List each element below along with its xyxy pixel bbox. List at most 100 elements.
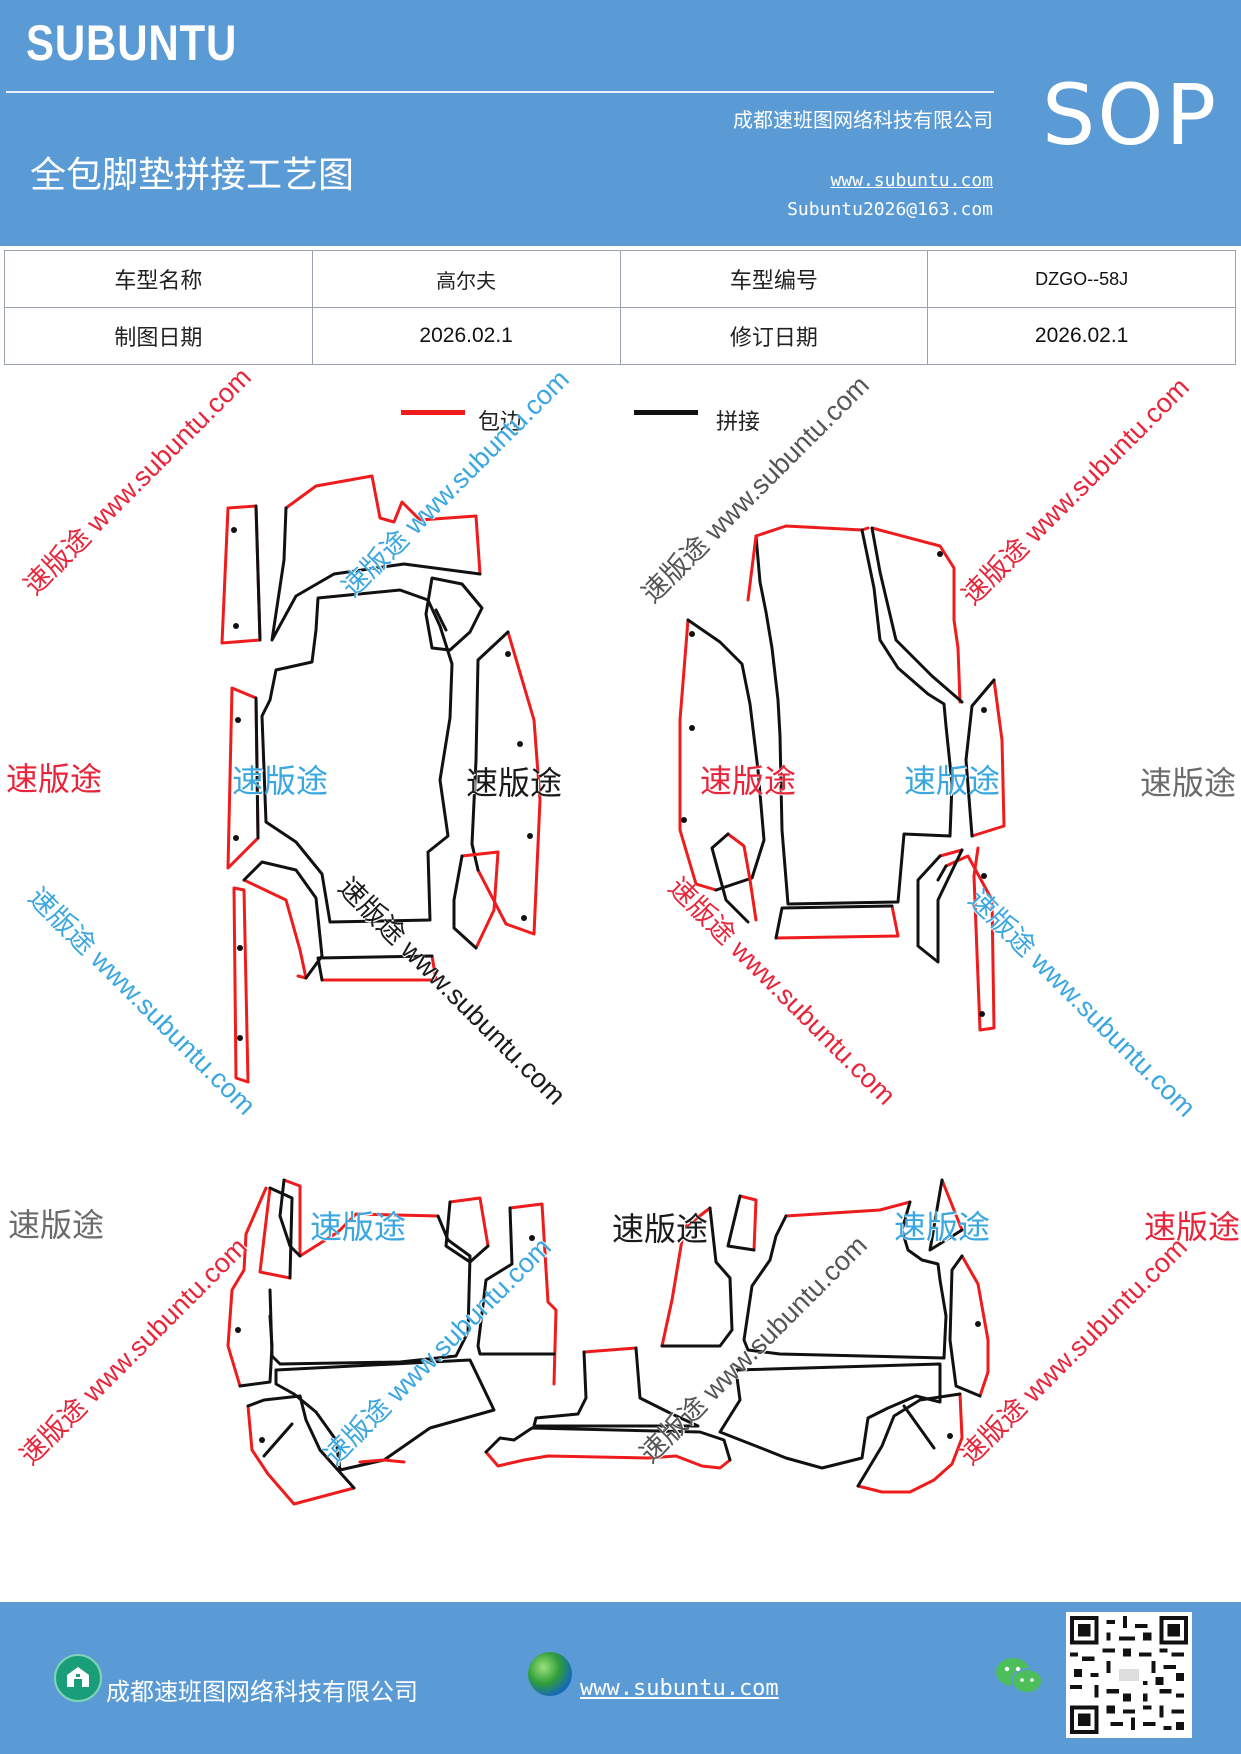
footer-company-name: 成都速班图网络科技有限公司 <box>106 1678 418 1706</box>
mat-piece <box>238 1314 274 1388</box>
mat-piece <box>784 1200 912 1218</box>
email-address[interactable]: Subuntu2026@163.com <box>787 199 993 220</box>
mounting-holes <box>231 527 533 1041</box>
mat-piece <box>870 526 962 704</box>
footer-website-link[interactable]: www.subuntu.com <box>580 1676 779 1701</box>
mat-piece <box>242 878 308 980</box>
mat-piece <box>718 1362 942 1470</box>
watermark-brand: 速版途 <box>894 1209 991 1245</box>
header-banner: SUBUNTU 成都速班图网络科技有限公司 全包脚垫拼接工艺图 www.subu… <box>0 0 1241 246</box>
mat-piece <box>686 618 766 892</box>
mat-piece <box>726 832 758 922</box>
mounting-holes <box>235 1235 981 1443</box>
legend-seam-swatch <box>634 410 698 415</box>
mounting-holes <box>681 551 987 1017</box>
mat-piece <box>358 1458 406 1464</box>
mat-piece <box>476 630 542 936</box>
watermark-brand: 速版途 <box>612 1211 709 1247</box>
rear-mat-group <box>226 1178 990 1506</box>
mat-piece <box>282 1178 440 1258</box>
mat-piece <box>484 1426 732 1462</box>
page-title: 全包脚垫拼接工艺图 <box>30 155 355 196</box>
mat-piece <box>746 534 758 602</box>
qr-code[interactable] <box>1066 1612 1192 1738</box>
revision-date-value: 2026.02.1 <box>927 307 1236 365</box>
brand-logo-text: SUBUNTU <box>26 15 238 71</box>
sop-badge: SOP <box>1042 66 1219 164</box>
watermark-brand: 速版途 <box>1144 1209 1241 1245</box>
mat-piece <box>916 848 964 964</box>
mat-piece <box>856 1392 962 1488</box>
mat-piece <box>532 1346 700 1428</box>
mat-piece <box>940 1178 964 1232</box>
mat-piece <box>226 1186 268 1388</box>
mat-piece <box>268 1214 472 1366</box>
mat-piece <box>242 860 324 980</box>
model-name-value: 高尔夫 <box>311 250 621 308</box>
legend-seam-label: 拼接 <box>716 410 761 435</box>
mat-piece <box>944 846 996 1032</box>
table-row: 制图日期 2026.02.1 修订日期 2026.02.1 <box>4 307 1236 365</box>
draw-date-label: 制图日期 <box>4 307 313 365</box>
mat-piece <box>870 526 964 704</box>
mat-piece <box>316 954 434 982</box>
watermark-brand: 速版途 <box>466 765 563 801</box>
mat-piece <box>660 1206 734 1348</box>
mat-piece <box>928 1178 964 1252</box>
revision-date-label: 修订日期 <box>619 307 929 365</box>
mat-piece <box>320 954 438 982</box>
mat-piece <box>246 1404 356 1506</box>
mat-piece <box>754 524 870 538</box>
model-name-label: 车型名称 <box>4 250 313 308</box>
mat-piece <box>948 1254 982 1398</box>
watermark-brand: 速版途 <box>700 763 797 799</box>
model-code-label: 车型编号 <box>619 250 929 308</box>
mat-piece <box>268 1186 294 1280</box>
mat-piece <box>774 904 894 940</box>
mat-piece <box>678 618 718 892</box>
legend-edge-swatch <box>401 410 465 415</box>
watermark-brand: 速版途 <box>904 763 1001 799</box>
mat-piece <box>856 1392 964 1494</box>
legend-edge-label: 包边 <box>478 410 523 435</box>
mat-piece <box>284 474 482 576</box>
watermark-brand: 速版途 <box>8 1207 105 1243</box>
home-icon <box>54 1654 102 1702</box>
mat-piece <box>278 1178 302 1258</box>
model-code-value: DZGO--58J <box>927 250 1236 308</box>
website-link[interactable]: www.subuntu.com <box>830 170 993 191</box>
mat-piece <box>258 1186 292 1280</box>
wechat-icon[interactable] <box>994 1654 1044 1698</box>
mat-piece <box>452 854 478 950</box>
mat-piece <box>970 678 1006 838</box>
mat-piece <box>936 864 948 882</box>
mat-piece <box>742 1200 948 1360</box>
front-left-mat-group <box>220 474 542 1084</box>
mat-piece <box>582 1346 638 1354</box>
mat-piece <box>260 588 454 924</box>
mat-piece <box>710 832 750 924</box>
mat-piece <box>938 848 964 858</box>
mat-piece <box>448 1196 490 1248</box>
mat-piece <box>470 630 510 872</box>
mat-piece <box>460 850 500 950</box>
mat-piece <box>960 1254 990 1398</box>
mat-piece <box>964 678 996 838</box>
mat-piece <box>246 1394 356 1490</box>
mat-piece <box>262 1422 294 1458</box>
watermark-brand: 速版途 <box>232 763 329 799</box>
mat-piece <box>444 1200 490 1264</box>
mat-piece <box>254 696 260 840</box>
mat-piece <box>274 1358 496 1472</box>
table-row: 车型名称 高尔夫 车型编号 DZGO--58J <box>4 250 1236 308</box>
vehicle-info-table: 车型名称 高尔夫 车型编号 DZGO--58J 制图日期 2026.02.1 修… <box>4 250 1236 365</box>
front-right-mat-group <box>678 524 1006 1032</box>
mat-piece <box>660 1206 712 1348</box>
mat-piece <box>476 1206 556 1356</box>
mat-piece <box>902 1404 936 1450</box>
mat-piece <box>434 608 448 632</box>
mat-piece <box>484 1450 732 1470</box>
watermark-brand: 速版途 <box>1140 765 1237 801</box>
header-divider <box>6 91 994 93</box>
